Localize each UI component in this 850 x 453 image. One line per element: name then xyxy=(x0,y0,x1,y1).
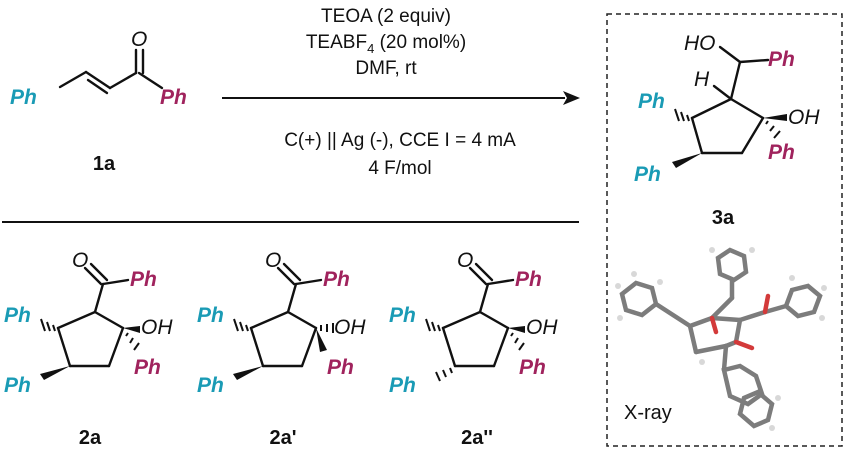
phenyl-label: Ph xyxy=(389,304,416,327)
compound-2a: O Ph Ph OH Ph Ph 2a xyxy=(4,249,173,449)
reactant-1a: Ph O Ph 1a xyxy=(10,28,187,175)
reaction-conditions: TEOA (2 equiv) TEABF4 (20 mol%) DMF, rt … xyxy=(222,6,580,179)
product-3a: HO Ph H Ph OH Ph Ph 3a xyxy=(634,32,820,229)
compound-2a-double-prime: O Ph Ph OH Ph Ph 2a'' xyxy=(389,249,558,449)
phenyl-label: Ph xyxy=(134,356,161,379)
hydroxyl-label: OH xyxy=(526,316,558,339)
compound-label-2a-prime: 2a' xyxy=(269,427,296,449)
carbonyl-oxygen: O xyxy=(72,249,88,272)
phenyl-label: Ph xyxy=(197,304,224,327)
phenyl-label: Ph xyxy=(10,86,37,109)
phenyl-label: Ph xyxy=(130,268,157,291)
hydrogen-label: H xyxy=(694,68,710,91)
xray-label: X-ray xyxy=(624,402,672,424)
phenyl-label: Ph xyxy=(197,374,224,397)
carbonyl-oxygen: O xyxy=(457,249,473,272)
phenyl-label: Ph xyxy=(323,268,350,291)
carbonyl-oxygen: O xyxy=(265,249,281,272)
hydroxyl-label: OH xyxy=(334,316,366,339)
condition-line-2: TEABF4 (20 mol%) xyxy=(306,32,466,56)
phenyl-label: Ph xyxy=(389,374,416,397)
hydroxyl-label: HO xyxy=(684,32,716,55)
phenyl-label: Ph xyxy=(160,86,187,109)
hydroxyl-label: OH xyxy=(141,316,173,339)
phenyl-label: Ph xyxy=(768,48,795,71)
phenyl-label: Ph xyxy=(515,268,542,291)
phenyl-label: Ph xyxy=(768,141,795,164)
condition-line-3: DMF, rt xyxy=(355,58,417,79)
compound-label-2a: 2a xyxy=(79,427,102,449)
product-box xyxy=(606,13,843,447)
condition-line-4: C(+) || Ag (-), CCE I = 4 mA xyxy=(284,130,516,151)
phenyl-label: Ph xyxy=(4,304,31,327)
arrow-head xyxy=(563,91,580,105)
phenyl-label: Ph xyxy=(4,374,31,397)
phenyl-label: Ph xyxy=(519,356,546,379)
phenyl-label: Ph xyxy=(634,163,661,186)
phenyl-label: Ph xyxy=(638,90,665,113)
compound-2a-prime: O Ph Ph OH Ph Ph 2a' xyxy=(197,249,366,449)
condition-line-1: TEOA (2 equiv) xyxy=(321,6,451,27)
compound-label-1a: 1a xyxy=(93,153,116,175)
condition-line-5: 4 F/mol xyxy=(368,158,431,179)
hydroxyl-label: OH xyxy=(788,106,820,129)
compound-label-3a: 3a xyxy=(712,207,735,229)
xray-structure: X-ray xyxy=(615,247,827,431)
phenyl-label: Ph xyxy=(327,356,354,379)
compound-label-2a-double-prime: 2a'' xyxy=(461,427,493,449)
carbonyl-oxygen: O xyxy=(131,28,147,51)
